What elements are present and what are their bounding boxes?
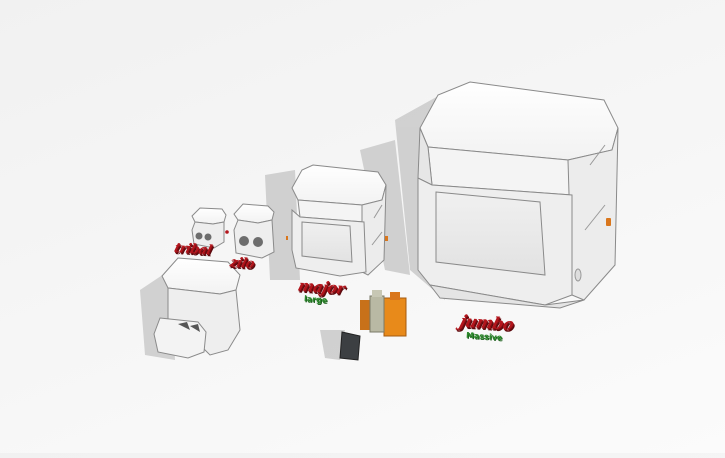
figure-gray[interactable]: [369, 290, 385, 333]
orange-clip: [606, 218, 611, 226]
major-box-model[interactable]: [286, 164, 388, 277]
figure-black[interactable]: [339, 331, 361, 361]
duo-box-model[interactable]: [233, 203, 275, 259]
mini-label: tribal: [172, 240, 214, 259]
major-sublabel: large: [303, 294, 328, 305]
stacked-box-model[interactable]: [153, 257, 241, 359]
mini-box-model[interactable]: [191, 207, 229, 249]
duo-label: zilo: [228, 255, 256, 272]
jumbo-box-model[interactable]: [417, 81, 619, 309]
orange-clip: [385, 236, 388, 241]
